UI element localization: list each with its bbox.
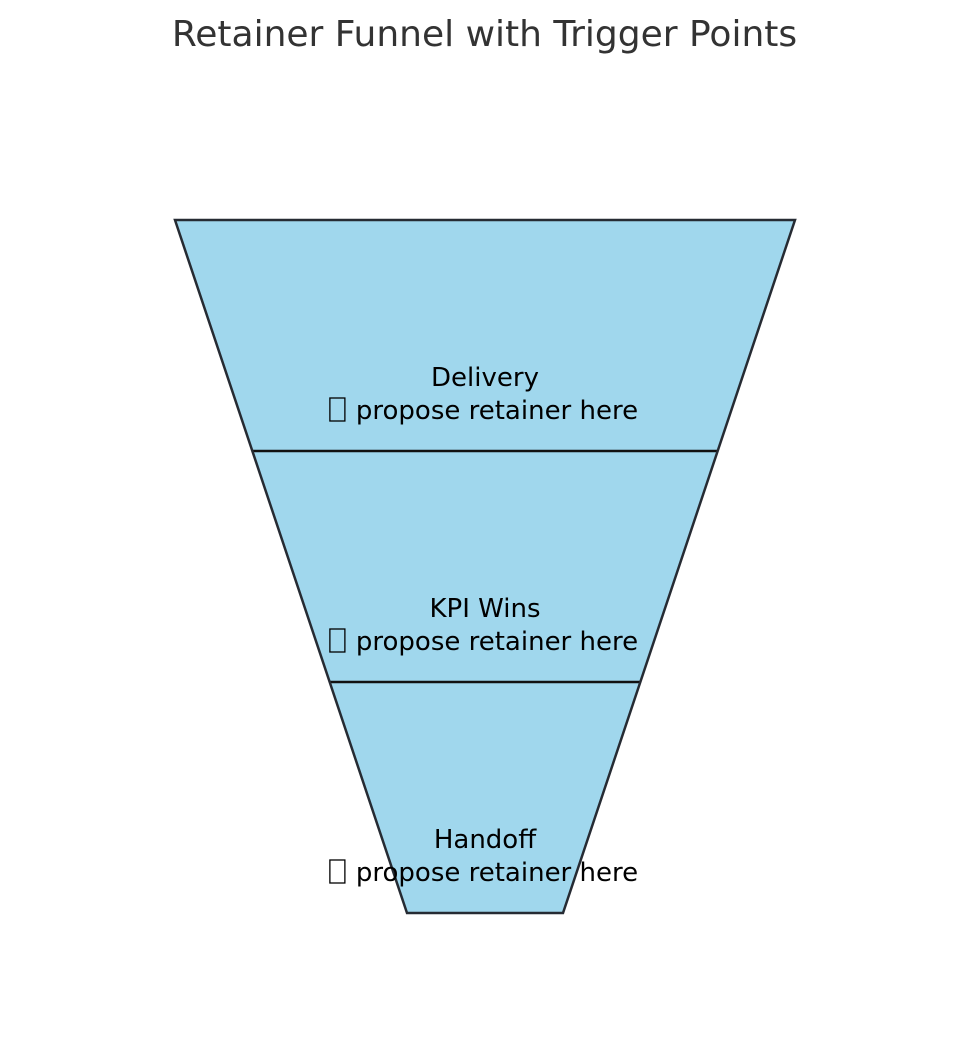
funnel-outline bbox=[173, 218, 797, 915]
stage-name-label: Handoff bbox=[434, 825, 537, 855]
funnel-stage-2 bbox=[252, 451, 718, 682]
stage-name-label: Delivery bbox=[431, 363, 539, 393]
stage-trigger-label: propose retainer here bbox=[356, 396, 638, 426]
stage-trigger-label: propose retainer here bbox=[356, 627, 638, 657]
missing-glyph-icon bbox=[329, 859, 346, 884]
funnel-stage-3 bbox=[329, 682, 641, 913]
diagram-title: Retainer Funnel with Trigger Points bbox=[171, 14, 798, 55]
stage-name-label: KPI Wins bbox=[429, 594, 540, 624]
funnel-stage-1 bbox=[175, 220, 795, 451]
missing-glyph-icon bbox=[329, 397, 346, 422]
stage-trigger-label: propose retainer here bbox=[356, 858, 638, 888]
missing-glyph-icon bbox=[329, 628, 346, 653]
